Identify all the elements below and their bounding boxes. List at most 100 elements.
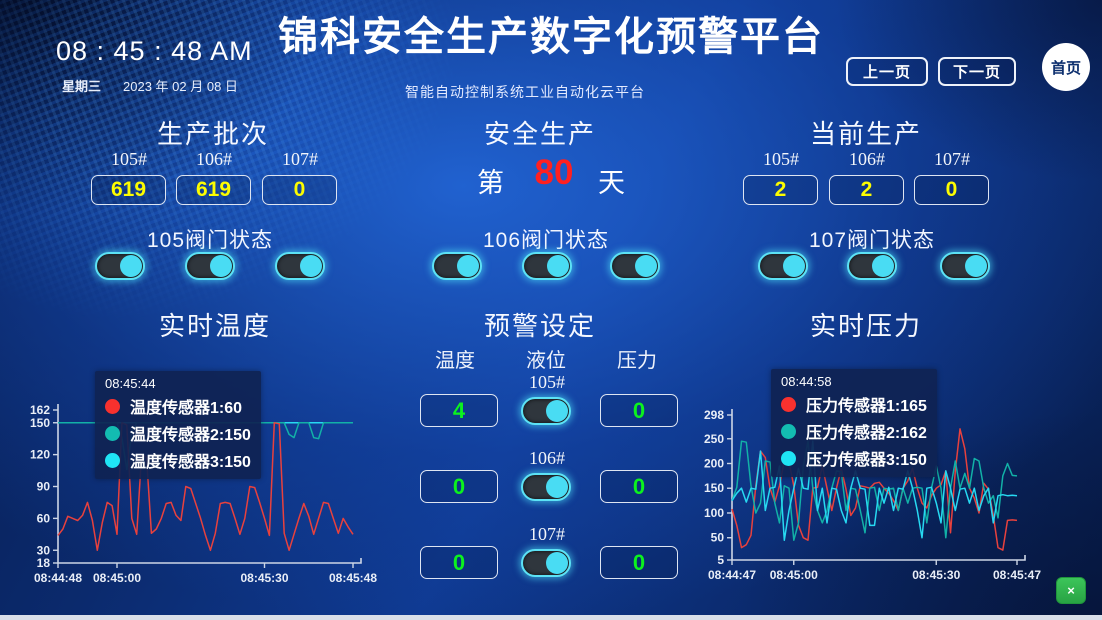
tooltip-row: 压力传感器2:162 xyxy=(781,419,927,443)
pressure-chart-tooltip: 08:44:58 压力传感器1:165 压力传感器2:162 压力传感器3:15… xyxy=(771,369,937,477)
series-dot-teal-icon xyxy=(781,423,796,439)
svg-text:5: 5 xyxy=(717,553,724,567)
clock-time: 08 : 45 : 48 AM xyxy=(56,36,253,66)
svg-text:162: 162 xyxy=(30,403,50,417)
valve-toggle-107-1[interactable] xyxy=(758,252,808,280)
temp-threshold-107[interactable]: 0 xyxy=(420,546,498,579)
svg-text:298: 298 xyxy=(704,408,724,422)
svg-text:30: 30 xyxy=(37,543,51,557)
day-suffix: 天 xyxy=(598,168,625,198)
svg-text:08:45:30: 08:45:30 xyxy=(240,571,288,585)
pressure-section-title: 实时压力 xyxy=(809,311,922,341)
svg-text:100: 100 xyxy=(704,506,724,520)
valve-toggle-107-2[interactable] xyxy=(847,252,897,280)
clock-date: 星期三 2023 年 02 月 08 日 xyxy=(62,76,238,95)
settings-row-label-107: 107# xyxy=(529,524,565,544)
valve-toggle-107-3[interactable] xyxy=(940,252,990,280)
valve-toggle-106-1[interactable] xyxy=(432,252,482,280)
safe-days-count: 80 xyxy=(534,153,574,192)
column-header-level: 液位 xyxy=(526,350,566,372)
pressure-threshold-105[interactable]: 0 xyxy=(600,394,678,427)
page-title: 锦科安全生产数字化预警平台 xyxy=(278,14,824,59)
production-batch-title: 生产批次 xyxy=(156,119,269,149)
current-label-105: 105# xyxy=(763,149,799,169)
prev-page-button[interactable]: 上一页 xyxy=(846,57,928,86)
svg-text:120: 120 xyxy=(30,448,50,462)
valve-toggle-106-2[interactable] xyxy=(522,252,572,280)
temp-threshold-105[interactable]: 4 xyxy=(420,394,498,427)
clock-date-text: 2023 年 02 月 08 日 xyxy=(123,79,238,94)
close-button[interactable]: × xyxy=(1056,577,1086,604)
batch-label-106: 106# xyxy=(196,149,232,169)
day-prefix: 第 xyxy=(477,168,504,198)
svg-text:18: 18 xyxy=(37,556,51,570)
current-count-107: 0 xyxy=(914,175,989,205)
batch-count-107: 0 xyxy=(262,175,337,205)
current-label-107: 107# xyxy=(934,149,970,169)
pressure-threshold-107[interactable]: 0 xyxy=(600,546,678,579)
series-dot-cyan-icon xyxy=(781,450,796,466)
bottom-edge xyxy=(0,615,1102,620)
svg-text:150: 150 xyxy=(704,481,724,495)
valve-toggle-105-1[interactable] xyxy=(95,252,145,280)
tooltip-label: 压力传感器3:150 xyxy=(806,452,927,469)
home-button[interactable]: 首页 xyxy=(1042,43,1090,91)
svg-text:08:45:48: 08:45:48 xyxy=(329,571,377,585)
temperature-chart-tooltip: 08:45:44 温度传感器1:60 温度传感器2:150 温度传感器3:150 xyxy=(95,371,261,479)
current-production-title: 当前生产 xyxy=(809,119,922,149)
temperature-section-title: 实时温度 xyxy=(158,311,271,341)
svg-text:150: 150 xyxy=(30,416,50,430)
svg-text:50: 50 xyxy=(711,531,725,545)
tooltip-time: 08:44:58 xyxy=(781,374,832,389)
svg-text:08:45:30: 08:45:30 xyxy=(912,568,960,582)
column-header-pressure: 压力 xyxy=(617,350,657,372)
svg-text:60: 60 xyxy=(37,511,51,525)
level-toggle-105[interactable] xyxy=(521,397,571,425)
svg-text:250: 250 xyxy=(704,432,724,446)
settings-row-label-105: 105# xyxy=(529,372,565,392)
svg-text:90: 90 xyxy=(37,480,51,494)
svg-text:08:45:00: 08:45:00 xyxy=(93,571,141,585)
valve-group-title-105: 105阀门状态 xyxy=(146,229,274,252)
temp-threshold-106[interactable]: 0 xyxy=(420,470,498,503)
tooltip-time: 08:45:44 xyxy=(105,376,156,391)
svg-text:08:44:48: 08:44:48 xyxy=(34,571,82,585)
tooltip-label: 温度传感器1:60 xyxy=(130,400,243,417)
safe-production-title: 安全生产 xyxy=(483,119,596,149)
tooltip-label: 压力传感器2:162 xyxy=(806,425,927,442)
valve-toggle-105-2[interactable] xyxy=(185,252,235,280)
series-dot-teal-icon xyxy=(105,425,120,441)
close-icon: × xyxy=(1067,583,1075,598)
column-header-temperature: 温度 xyxy=(435,350,475,372)
svg-text:08:45:00: 08:45:00 xyxy=(770,568,818,582)
batch-count-106: 619 xyxy=(176,175,251,205)
warning-settings-title: 预警设定 xyxy=(483,311,596,341)
level-toggle-107[interactable] xyxy=(521,549,571,577)
valve-toggle-105-3[interactable] xyxy=(275,252,325,280)
svg-text:08:45:47: 08:45:47 xyxy=(993,568,1041,582)
tooltip-row: 温度传感器3:150 xyxy=(105,448,251,472)
tooltip-label: 温度传感器2:150 xyxy=(130,427,251,444)
series-dot-red-icon xyxy=(781,396,796,412)
current-label-106: 106# xyxy=(849,149,885,169)
series-dot-red-icon xyxy=(105,398,120,414)
tooltip-row: 温度传感器1:60 xyxy=(105,394,251,418)
pressure-threshold-106[interactable]: 0 xyxy=(600,470,678,503)
batch-label-107: 107# xyxy=(282,149,318,169)
batch-count-105: 619 xyxy=(91,175,166,205)
series-dot-cyan-icon xyxy=(105,452,120,468)
next-page-button[interactable]: 下一页 xyxy=(938,57,1016,86)
svg-text:200: 200 xyxy=(704,456,724,470)
current-count-106: 2 xyxy=(829,175,904,205)
page-subtitle: 智能自动控制系统工业自动化云平台 xyxy=(405,84,645,100)
svg-text:08:44:47: 08:44:47 xyxy=(708,568,756,582)
tooltip-row: 压力传感器3:150 xyxy=(781,446,927,470)
clock-weekday: 星期三 xyxy=(62,79,102,94)
valve-group-title-107: 107阀门状态 xyxy=(808,229,936,252)
valve-toggle-106-3[interactable] xyxy=(610,252,660,280)
current-count-105: 2 xyxy=(743,175,818,205)
valve-group-title-106: 106阀门状态 xyxy=(482,229,610,252)
level-toggle-106[interactable] xyxy=(521,473,571,501)
settings-row-label-106: 106# xyxy=(529,448,565,468)
